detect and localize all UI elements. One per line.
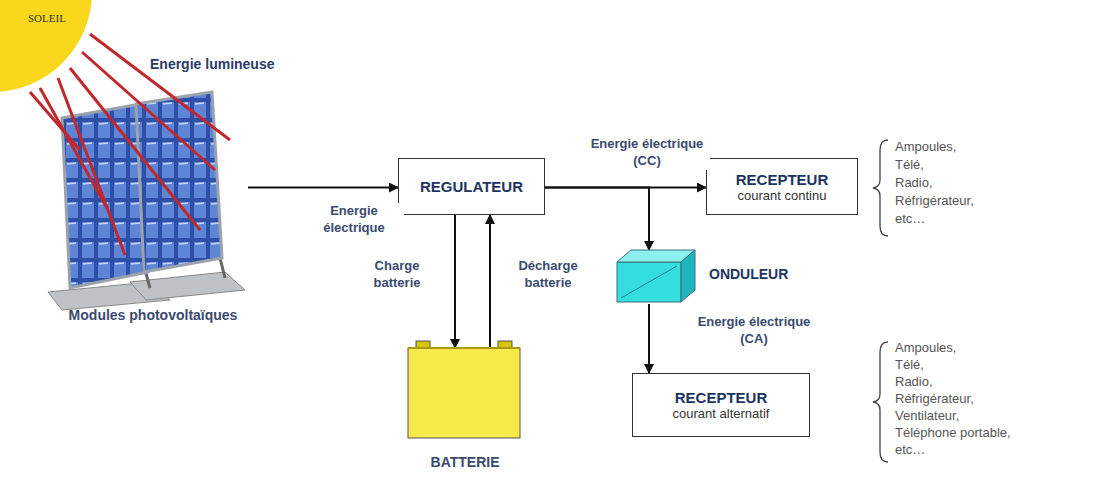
flow-arrow [545, 188, 649, 251]
battery: BATTERIE [400, 340, 530, 470]
flow-arrow [454, 215, 456, 348]
edge-label: Charge batterie [352, 258, 442, 292]
node-title: Modules photovoltaïques [58, 306, 248, 324]
appliance-item: etc… [895, 442, 925, 457]
appliance-item: Ventilateur, [895, 408, 959, 423]
node-title: RECEPTEUR [675, 389, 768, 406]
appliance-item: Ampoules, [895, 139, 956, 154]
regulator-box: REGULATEUR [398, 158, 545, 215]
node-title: ONDULEUR [709, 266, 788, 282]
node-title: BATTERIE [400, 454, 530, 470]
dc-receiver-box: RECEPTEURcourant continu [706, 158, 858, 215]
node-title: RECEPTEUR [736, 171, 829, 188]
battery-body [400, 340, 530, 444]
node-title: SOLEIL [28, 12, 66, 24]
ac-receiver-box: RECEPTEURcourant alternatif [632, 373, 810, 437]
appliance-item: etc… [895, 211, 925, 226]
appliance-item: Téléphone portable, [895, 425, 1011, 440]
edge-label: Energie électrique (CA) [690, 314, 818, 348]
appliance-item: Télé, [895, 357, 924, 372]
flow-arrow [248, 187, 398, 189]
node-subtitle: courant alternatif [673, 406, 770, 421]
appliance-item: Réfrigérateur, [895, 193, 974, 208]
appliance-item: Télé, [895, 157, 924, 172]
inverter-cube [615, 248, 697, 304]
inverter: ONDULEUR [615, 248, 815, 304]
pv-modules: Modules photovoltaïques [58, 90, 248, 324]
edge-label: Energie électrique [304, 203, 404, 237]
node-subtitle: courant continu [738, 188, 827, 203]
flow-arrow [489, 215, 491, 348]
sun-label: SOLEIL [0, 0, 90, 40]
energy-label: Energie lumineuse [150, 56, 274, 72]
edge-label: Energie électrique (CC) [584, 136, 710, 170]
appliance-item: Radio, [895, 175, 933, 190]
appliance-item: Réfrigérateur, [895, 391, 974, 406]
flow-arrow [648, 304, 650, 373]
solar-panels [62, 92, 222, 288]
edge-label: Décharge batterie [498, 258, 598, 292]
brackets [873, 140, 888, 462]
appliance-item: Ampoules, [895, 340, 956, 355]
appliance-item: Radio, [895, 374, 933, 389]
node-title: REGULATEUR [420, 178, 523, 195]
